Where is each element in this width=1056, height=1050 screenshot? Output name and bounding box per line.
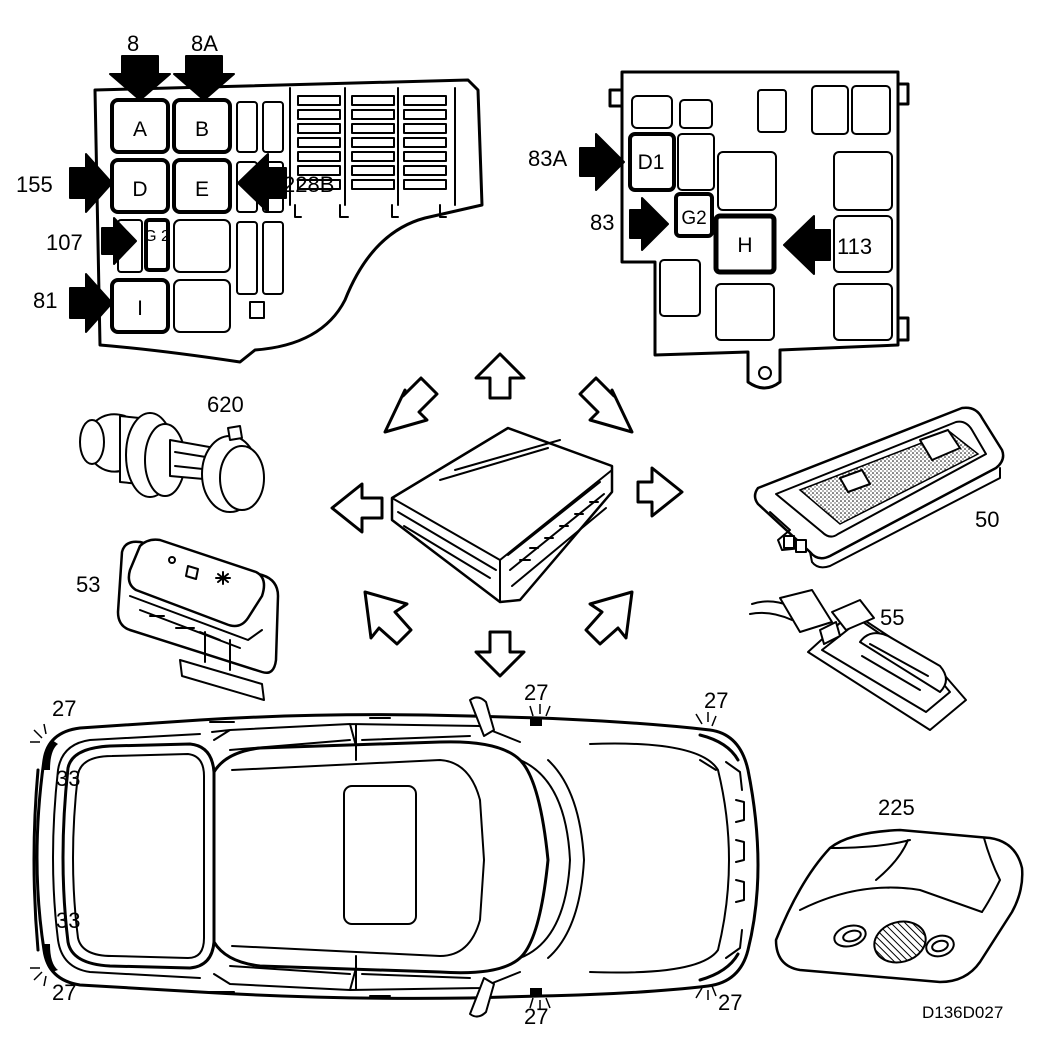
fuse-arrows-right bbox=[579, 133, 831, 275]
callout-27-rear-top: 27 bbox=[704, 688, 728, 713]
left-arrow-icon bbox=[237, 153, 287, 213]
roof-console-225 bbox=[774, 828, 1024, 984]
right-arrow-icon bbox=[69, 273, 113, 333]
car-top-view bbox=[32, 696, 760, 1018]
interior-lamp-50 bbox=[753, 406, 1005, 569]
right-arrow-icon bbox=[629, 197, 669, 251]
down-left-arrow-icon bbox=[363, 590, 413, 646]
fuse-arrows-left bbox=[69, 55, 287, 333]
bulb-holder-620 bbox=[79, 412, 265, 513]
right-arrow-icon bbox=[69, 153, 113, 213]
fuse-e-label: E bbox=[195, 178, 209, 201]
left-arrow-icon bbox=[783, 215, 831, 275]
callout-55: 55 bbox=[880, 605, 904, 630]
callout-113: 113 bbox=[837, 234, 872, 259]
down-arrow-icon bbox=[173, 55, 235, 101]
callout-27-front-left-top: 27 bbox=[52, 696, 76, 721]
fuse-box-right bbox=[608, 70, 910, 390]
fuse-box-left bbox=[93, 78, 484, 364]
fuse-g2-right-label: G2 bbox=[681, 208, 706, 229]
direction-arrows bbox=[330, 352, 684, 678]
callout-27-center-top: 27 bbox=[524, 680, 548, 705]
callout-33-lower: 33 bbox=[56, 908, 80, 933]
fuse-d-label: D bbox=[132, 178, 147, 201]
right-arrow-icon bbox=[101, 217, 137, 265]
up-left-arrow-icon bbox=[383, 376, 439, 434]
callout-81: 81 bbox=[33, 288, 57, 313]
right-arrow-icon bbox=[636, 466, 684, 518]
callout-27-center-bottom: 27 bbox=[524, 1004, 548, 1029]
fuse-h-label: H bbox=[737, 234, 752, 257]
callout-107: 107 bbox=[46, 230, 83, 255]
fuse-d1-label: D1 bbox=[638, 151, 665, 174]
control-module bbox=[390, 426, 614, 604]
right-arrow-icon bbox=[579, 133, 625, 191]
mini-fuse-rows bbox=[294, 95, 447, 218]
callout-27-front-left-bottom: 27 bbox=[52, 980, 76, 1005]
callout-33-upper: 33 bbox=[56, 766, 80, 791]
callout-228b: 228B bbox=[283, 172, 334, 197]
door-lamp-marker bbox=[530, 718, 542, 726]
down-arrow-icon bbox=[109, 55, 171, 101]
light-switch-53 bbox=[116, 538, 280, 701]
callout-83: 83 bbox=[590, 210, 614, 235]
up-arrow-icon bbox=[474, 352, 526, 400]
fuse-i-label: I bbox=[137, 297, 143, 320]
callout-83a: 83A bbox=[528, 146, 567, 171]
left-arrow-icon bbox=[330, 482, 384, 534]
callout-53: 53 bbox=[76, 572, 100, 597]
callout-8a: 8A bbox=[191, 31, 218, 56]
down-right-arrow-icon bbox=[584, 590, 634, 646]
callout-225: 225 bbox=[878, 795, 915, 820]
courtesy-lamp-55 bbox=[749, 589, 967, 731]
callout-27-rear-bottom: 27 bbox=[718, 990, 742, 1015]
callout-50: 50 bbox=[975, 507, 999, 532]
door-lamp-marker bbox=[530, 988, 542, 996]
fuse-b-label: B bbox=[195, 118, 209, 141]
callout-620: 620 bbox=[207, 392, 244, 417]
callout-155: 155 bbox=[16, 172, 53, 197]
figure-code: D136D027 bbox=[922, 1003, 1003, 1022]
lamp-ticks bbox=[30, 704, 717, 1010]
callout-8: 8 bbox=[127, 31, 139, 56]
down-arrow-icon bbox=[474, 630, 526, 678]
fuse-a-label: A bbox=[133, 118, 147, 141]
up-right-arrow-icon bbox=[578, 376, 634, 434]
fuse-g2-label: G 2 bbox=[144, 228, 170, 245]
